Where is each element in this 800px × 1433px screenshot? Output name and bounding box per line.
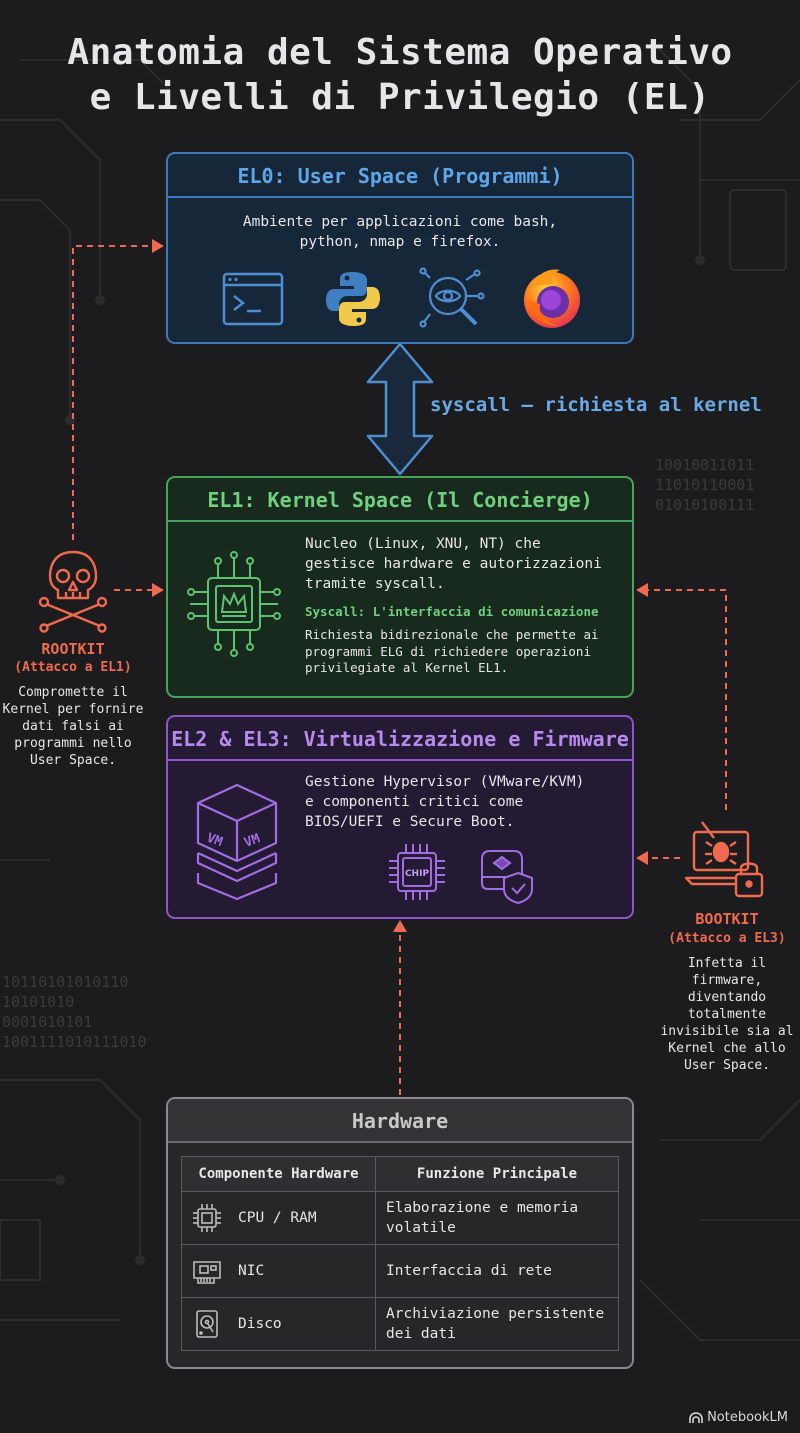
rootkit-title: ROOTKIT: [41, 640, 105, 658]
terminal-icon: [222, 272, 284, 326]
skull-icon: [38, 550, 108, 633]
table-row: Disco Archiviazione persistente dei dati: [181, 1297, 619, 1351]
svg-text:VM: VM: [205, 831, 225, 851]
rootkit-description: Compromette il Kernel per fornire dati f…: [2, 685, 144, 768]
column-header-function: Funzione Principale: [375, 1156, 619, 1192]
component-cell: NIC: [181, 1244, 376, 1298]
bootkit-title: BOOTKIT: [695, 910, 759, 928]
el2-el3-header: EL2 & EL3: Virtualizzazione e Firmware: [168, 717, 632, 761]
el0-header: EL0: User Space (Programmi): [168, 154, 632, 198]
el1-description: Nucleo (Linux, XNU, NT) che gestisce har…: [305, 536, 602, 592]
chip-crown-icon: [187, 551, 281, 657]
python-icon: [326, 272, 380, 326]
el0-user-space-panel: EL0: User Space (Programmi) Ambiente per…: [166, 152, 634, 344]
syscall-double-arrow: [366, 342, 434, 476]
laptop-bug-icon: [684, 821, 764, 898]
function-cell: Elaborazione e memoria volatile: [375, 1191, 619, 1245]
notebooklm-logo-icon: [689, 1411, 703, 1423]
el1-syscall-description: Richiesta bidirezionale che permette ai …: [305, 627, 599, 675]
component-cell: CPU / RAM: [181, 1191, 376, 1245]
title-line-1: Anatomia del Sistema Operativo: [67, 32, 733, 73]
rootkit-subtitle: (Attacco a EL1): [14, 660, 132, 675]
chip-icon: CHIP: [389, 844, 445, 900]
hardware-table: Componente Hardware Funzione Principale: [181, 1156, 619, 1351]
el1-header: EL1: Kernel Space (Il Concierge): [168, 478, 632, 522]
hardware-header: Hardware: [168, 1099, 632, 1143]
secure-drive-icon: [481, 850, 533, 905]
table-row: NIC Interfaccia di rete: [181, 1244, 619, 1298]
vm-stack-icon: VM VM: [196, 783, 278, 901]
bootkit-subtitle: (Attacco a EL3): [668, 931, 786, 946]
page-title: Anatomia del Sistema Operativo e Livelli…: [0, 30, 800, 120]
cpu-icon: [193, 1204, 221, 1232]
component-cell: Disco: [181, 1297, 376, 1351]
function-cell: Interfaccia di rete: [375, 1244, 619, 1298]
firefox-icon: [524, 269, 580, 328]
title-line-2: e Livelli di Privilegio (EL): [89, 77, 711, 118]
bootkit-description: Infetta il firmware, diventando totalmen…: [660, 956, 794, 1073]
disk-icon: [196, 1310, 218, 1338]
function-cell: Archiviazione persistente dei dati: [375, 1297, 619, 1351]
el2-el3-firmware-panel: EL2 & EL3: Virtualizzazione e Firmware V…: [166, 715, 634, 919]
nmap-eye-icon: [419, 267, 485, 328]
table-row: CPU / RAM Elaborazione e memoria volatil…: [181, 1191, 619, 1245]
syscall-label: syscall — richiesta al kernel: [430, 394, 762, 416]
column-header-component: Componente Hardware: [181, 1156, 376, 1192]
el2-el3-description: Gestione Hypervisor (VMware/KVM) e compo…: [305, 774, 585, 830]
nic-icon: [193, 1261, 221, 1284]
el1-kernel-space-panel: EL1: Kernel Space (Il Concierge) Nucleo …: [166, 476, 634, 698]
svg-text:VM: VM: [242, 831, 262, 851]
el1-syscall-subtitle: Syscall: L'interfaccia di comunicazione: [305, 604, 599, 619]
el0-description: Ambiente per applicazioni come bash, pyt…: [242, 214, 558, 250]
svg-text:CHIP: CHIP: [405, 869, 429, 879]
notebooklm-logo: NotebookLM: [689, 1410, 788, 1425]
